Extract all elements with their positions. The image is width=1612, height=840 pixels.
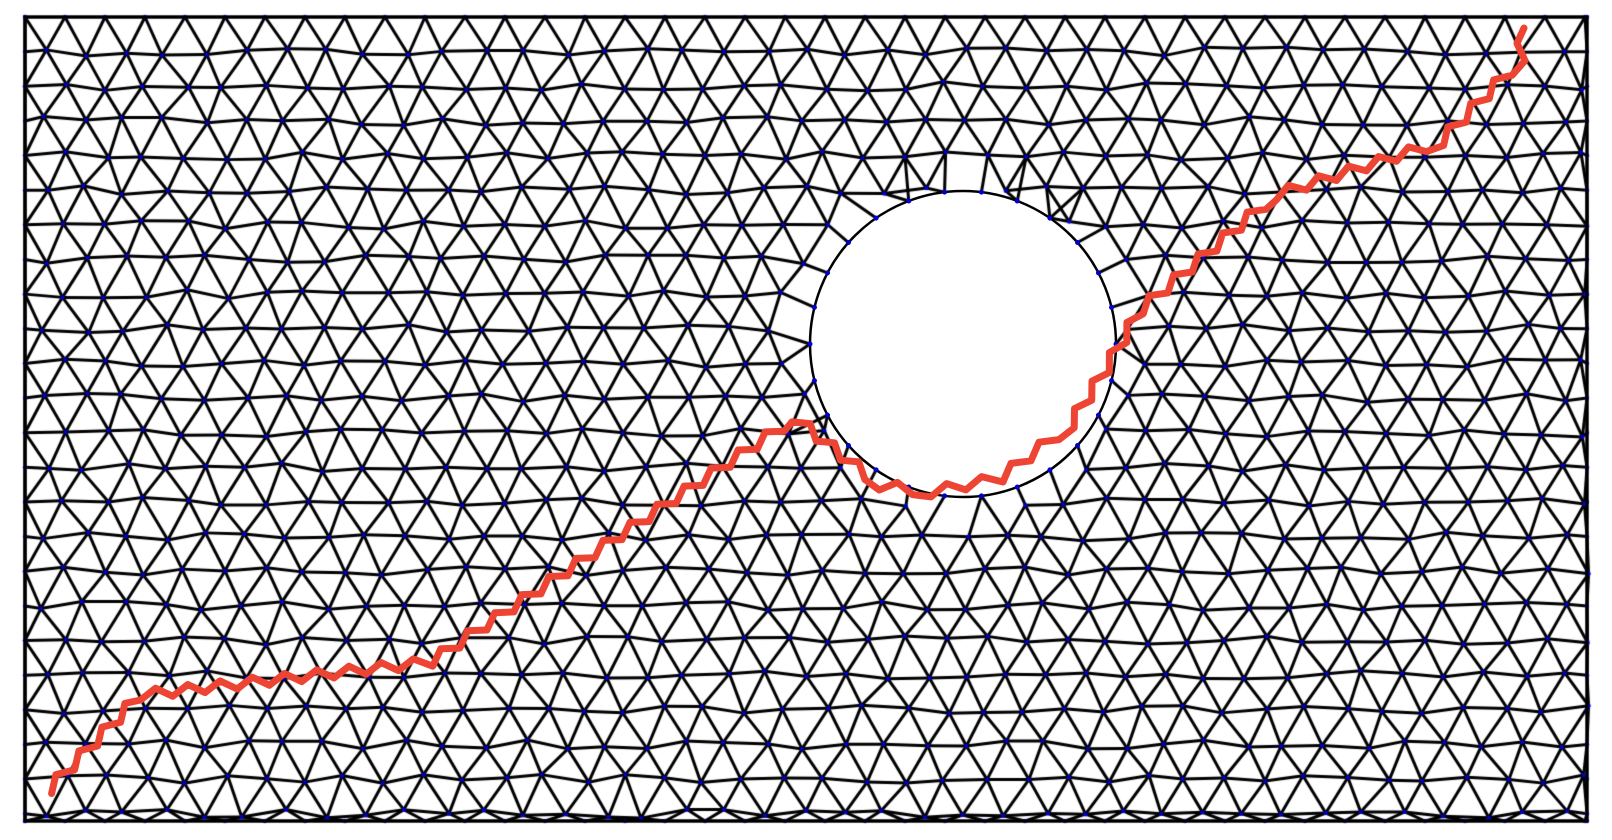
hole-vertex <box>1014 484 1020 490</box>
hole-vertex <box>807 341 813 347</box>
hole-vertex <box>1075 442 1081 448</box>
hole-vertex <box>811 378 817 384</box>
hole-vertex <box>978 189 984 195</box>
circular-hole <box>808 189 1118 499</box>
hole-vertex <box>873 467 879 473</box>
hole-boundary-vertices <box>807 189 1119 499</box>
hole-vertex <box>1095 412 1101 418</box>
hole-vertex <box>906 198 912 204</box>
hole-vertex <box>1047 467 1053 473</box>
hole-vertex <box>1075 240 1081 246</box>
hole-vertex <box>1109 378 1115 384</box>
domain-boundary <box>23 15 1589 823</box>
hole-vertex <box>1047 215 1053 221</box>
hole-vertex <box>942 189 948 195</box>
hole-vertex <box>845 240 851 246</box>
hole-vertex <box>942 493 948 499</box>
hole-vertex <box>825 412 831 418</box>
hole-vertex <box>873 215 879 221</box>
hole-vertex <box>1109 304 1115 310</box>
hole-vertex <box>978 493 984 499</box>
hole-vertex <box>1014 198 1020 204</box>
hole-vertex <box>845 442 851 448</box>
hole-vertex <box>825 270 831 276</box>
hole-vertex <box>811 304 817 310</box>
hole-vertex <box>1095 270 1101 276</box>
shortest-path <box>48 24 1529 797</box>
